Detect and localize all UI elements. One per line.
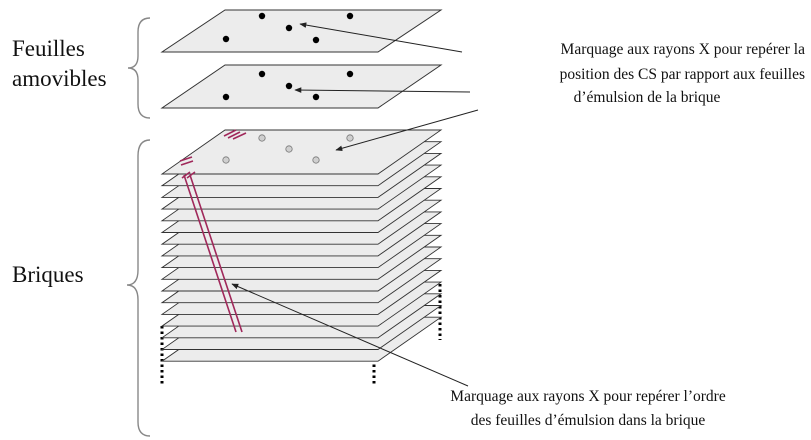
brick-sheet-stack — [160, 129, 443, 362]
brace-removable-sheets — [127, 17, 151, 119]
annotation-xray-position-line2: position des CS par rapport aux feuilles — [560, 66, 805, 83]
label-bricks: Briques — [12, 262, 84, 287]
brick-top-reference-dots — [222, 134, 354, 164]
removable-sheet-1 — [160, 9, 443, 53]
arrow-xray-position-brick — [335, 109, 479, 151]
annotation-xray-position-line3: d’émulsion de la brique — [574, 89, 721, 106]
brace-bricks — [126, 139, 151, 437]
annotation-xray-position-line1: Marquage aux rayons X pour repérer la — [561, 41, 806, 58]
label-removable-sheets-line1: Feuilles — [12, 36, 85, 61]
annotation-xray-order-line2: des feuilles d’émulsion dans la brique — [471, 412, 706, 429]
arrow-xray-position-sheet1 — [299, 22, 463, 53]
annotation-xray-order-line1: Marquage aux rayons X pour repérer l’ord… — [450, 388, 726, 405]
arrow-xray-position-sheet2 — [294, 87, 471, 93]
xray-marks-side — [181, 171, 243, 333]
label-removable-sheets-line2: amovibles — [12, 66, 107, 91]
removable-sheet-2 — [160, 64, 443, 109]
xray-marks-top — [179, 129, 247, 166]
arrow-xray-order — [231, 283, 469, 387]
